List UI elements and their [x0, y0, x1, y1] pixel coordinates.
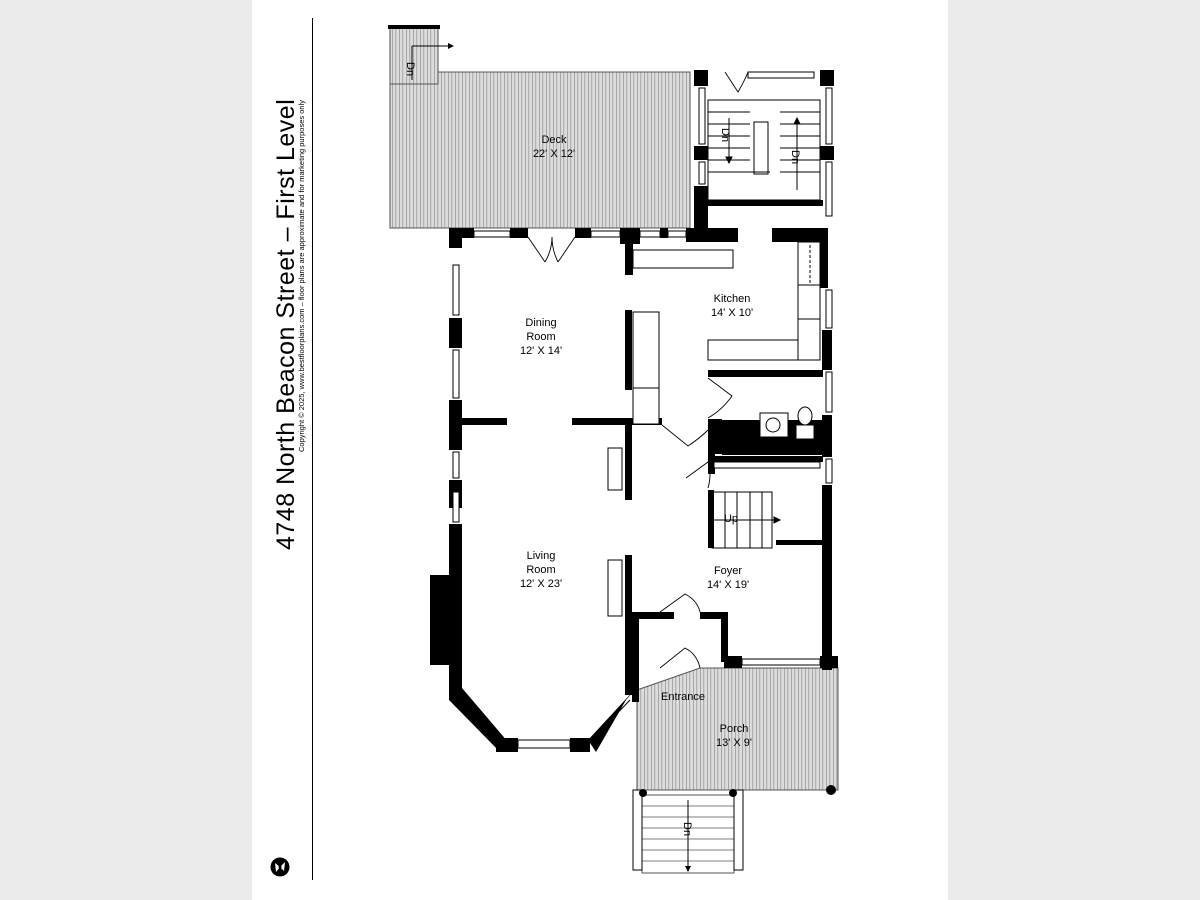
- title-divider: [312, 18, 313, 880]
- deck-stair-dn-label: Dn: [404, 62, 416, 76]
- windows: [452, 71, 833, 666]
- bay-window: [449, 686, 638, 752]
- exterior-walls: [430, 70, 838, 700]
- kitchen-fixtures: [607, 241, 821, 617]
- room-living-name-2: Room: [526, 564, 556, 576]
- rear-stair-dn-label: Dn: [719, 128, 731, 142]
- room-porch-size: 13' X 9': [715, 737, 753, 749]
- room-dining-size: 12' X 14': [519, 345, 563, 357]
- room-deck-size: 22' X 12': [532, 148, 576, 160]
- room-dining-name-1: Dining: [525, 317, 557, 329]
- porch-stair-dn-label: Dn: [681, 822, 693, 836]
- room-kitchen: Kitchen 14' X 10': [711, 292, 753, 320]
- room-dining: Dining Room 12' X 14': [520, 316, 562, 358]
- room-kitchen-size: 14' X 10': [710, 307, 754, 319]
- rear-stair-dn-label-2: Dn: [789, 150, 801, 164]
- interior-walls: [462, 200, 824, 702]
- room-dining-name-2: Room: [526, 331, 556, 343]
- room-porch-name: Porch: [719, 723, 749, 735]
- stair-up-label: Up: [723, 513, 739, 525]
- room-foyer-size: 14' X 19': [706, 579, 750, 591]
- compass-icon: [270, 857, 290, 877]
- room-deck: Deck 22' X 12': [533, 133, 575, 161]
- room-foyer-name: Foyer: [713, 565, 743, 577]
- room-living-name-1: Living: [526, 550, 556, 562]
- rear-stair-labels: Dn Dn Dn Dn: [404, 62, 801, 836]
- porch-area: [632, 667, 839, 874]
- room-porch: Porch 13' X 9': [716, 722, 752, 750]
- stair-rear: [707, 99, 821, 201]
- room-living: Living Room 12' X 23': [520, 549, 562, 591]
- room-deck-name: Deck: [541, 134, 567, 146]
- deck-area: [388, 25, 691, 229]
- room-kitchen-name: Kitchen: [713, 293, 751, 305]
- room-living-size: 12' X 23': [519, 578, 563, 590]
- entrance-label: Entrance: [660, 691, 706, 703]
- stair-up: [711, 491, 782, 549]
- door-swings: [527, 71, 749, 669]
- room-foyer: Foyer 14' X 19': [707, 564, 749, 592]
